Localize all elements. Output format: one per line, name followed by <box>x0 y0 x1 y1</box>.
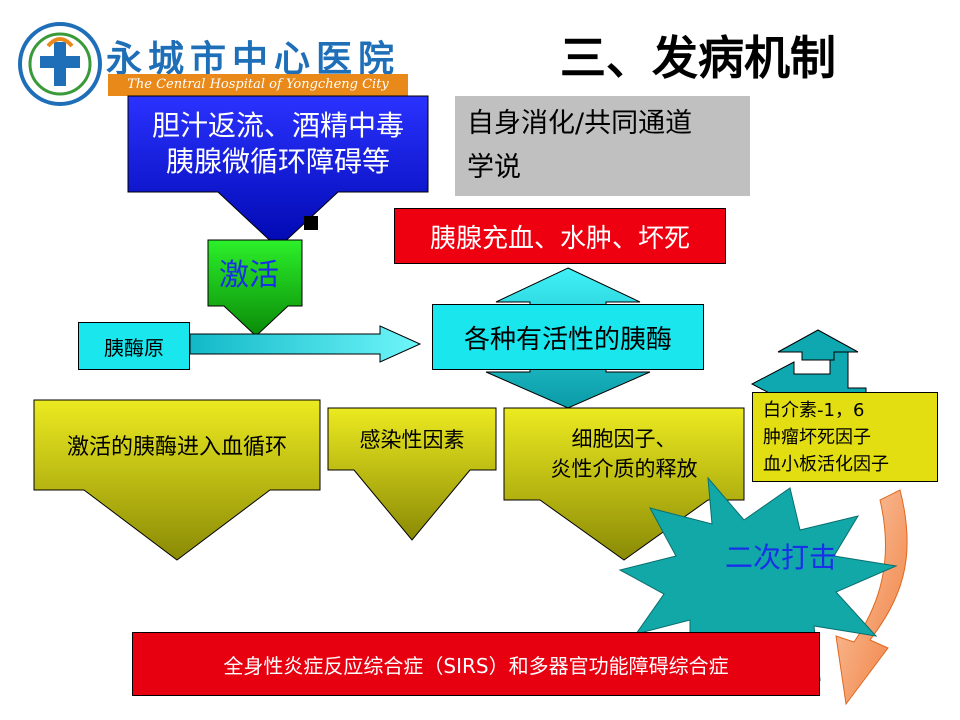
blood-text: 激活的胰酶进入血循环 <box>66 435 287 460</box>
hospital-name-en: The Central Hospital of Yongcheng City <box>108 74 408 96</box>
mediators-text: 白介素-1，6 肿瘤坏死因子 血小板活化因子 <box>763 399 889 475</box>
zymogen-text: 胰酶原 <box>104 335 164 360</box>
activation-arrow <box>207 239 303 337</box>
infection-arrow <box>327 407 497 541</box>
hospital-logo <box>18 22 102 106</box>
second-hit-label: 二次打击 <box>706 536 856 576</box>
blood-arrow <box>33 399 321 561</box>
damage-text: 胰腺充血、水肿、坏死 <box>429 223 690 254</box>
theory-box: 自身消化/共同通道 学说 <box>455 96 750 196</box>
activation-text: 激活 <box>219 258 279 293</box>
blood-box: 激活的胰酶进入血循环 <box>34 400 320 490</box>
second-hit-text: 二次打击 <box>724 541 837 574</box>
causes-box: 胆汁返流、酒精中毒 胰腺微循环障碍等 <box>128 96 428 192</box>
infection-box: 感染性因素 <box>328 408 496 470</box>
active-enzymes-text: 各种有活性的胰酶 <box>463 324 672 355</box>
zymogen-box: 胰酶原 <box>78 322 190 370</box>
damage-box: 胰腺充血、水肿、坏死 <box>394 208 726 264</box>
theory-text: 自身消化/共同通道 学说 <box>467 108 693 183</box>
mediators-box: 白介素-1，6 肿瘤坏死因子 血小板活化因子 <box>752 392 938 482</box>
active-enzymes-box: 各种有活性的胰酶 <box>432 304 704 370</box>
cytokines-text: 细胞因子、 炎性介质的释放 <box>550 427 698 481</box>
outcome-text: 全身性炎症反应综合症（SIRS）和多器官功能障碍综合症 <box>223 653 729 678</box>
slide-title: 三、发病机制 <box>560 31 836 85</box>
cytokines-box: 细胞因子、 炎性介质的释放 <box>504 408 744 500</box>
outcome-box: 全身性炎症反应综合症（SIRS）和多器官功能障碍综合症 <box>132 632 820 696</box>
infection-text: 感染性因素 <box>359 428 465 452</box>
orange-curve-arrow <box>835 489 908 706</box>
hospital-name-cn: 永城市中心医院 <box>106 38 401 80</box>
causes-text: 胆汁返流、酒精中毒 胰腺微循环障碍等 <box>151 109 404 178</box>
activation-box: 激活 <box>208 242 302 302</box>
zymogen-arrow <box>189 325 422 363</box>
